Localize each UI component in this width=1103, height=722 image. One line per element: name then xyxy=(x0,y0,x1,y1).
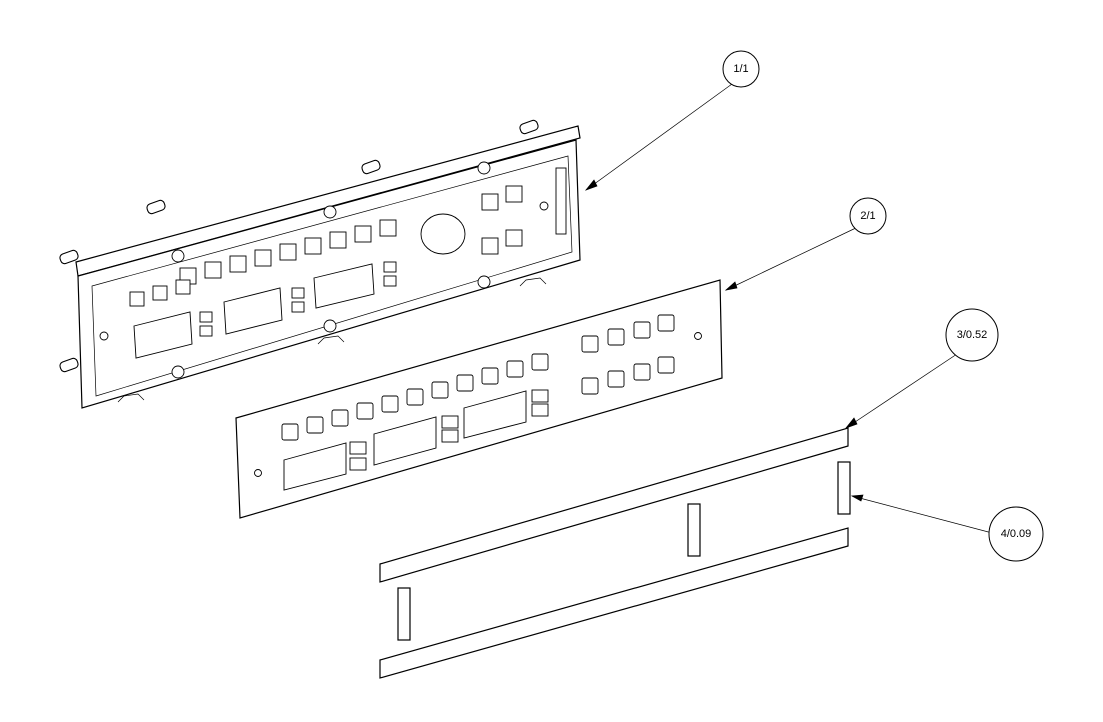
strip-bottom xyxy=(379,527,849,679)
frame-top-rail xyxy=(75,125,581,277)
spacer-left xyxy=(397,587,411,641)
part-4-spacers xyxy=(397,461,851,641)
frame-round-opening xyxy=(420,213,466,255)
callout-balloon-2: 2/1 xyxy=(849,197,887,235)
frame-mount-holes xyxy=(99,201,549,341)
frame-right-cutouts xyxy=(481,185,523,255)
callout-balloon-3: 3/0.52 xyxy=(945,308,999,362)
callout-balloon-4: 4/0.09 xyxy=(988,506,1044,562)
panel-small-keys xyxy=(349,389,549,471)
callout-label-2: 2/1 xyxy=(860,210,875,222)
frame-display-windows xyxy=(133,263,375,359)
callout-label-1: 1/1 xyxy=(733,63,748,75)
frame-top-cutouts xyxy=(129,219,397,307)
frame-right-slot xyxy=(555,167,567,235)
panel-top-keys xyxy=(281,353,549,441)
panel-mount-holes xyxy=(254,332,702,477)
spacer-right xyxy=(837,461,851,515)
frame-screws xyxy=(171,161,491,379)
frame-inner-border xyxy=(91,155,573,397)
panel-display-windows xyxy=(283,390,527,491)
strip-top xyxy=(379,427,849,583)
callout-balloon-1: 1/1 xyxy=(722,50,760,88)
part-2-panel xyxy=(235,279,723,519)
part-1-frame xyxy=(59,119,581,409)
callout-label-4: 4/0.09 xyxy=(1001,528,1032,540)
spacer-middle xyxy=(687,503,701,557)
callout-label-3: 3/0.52 xyxy=(957,329,988,341)
leader-lines xyxy=(584,83,997,535)
frame-small-keys xyxy=(199,261,397,337)
part-3-strips xyxy=(379,427,849,679)
panel-right-keys xyxy=(581,314,675,395)
frame-bottom-tabs xyxy=(117,277,547,403)
frame-pins xyxy=(59,119,539,373)
